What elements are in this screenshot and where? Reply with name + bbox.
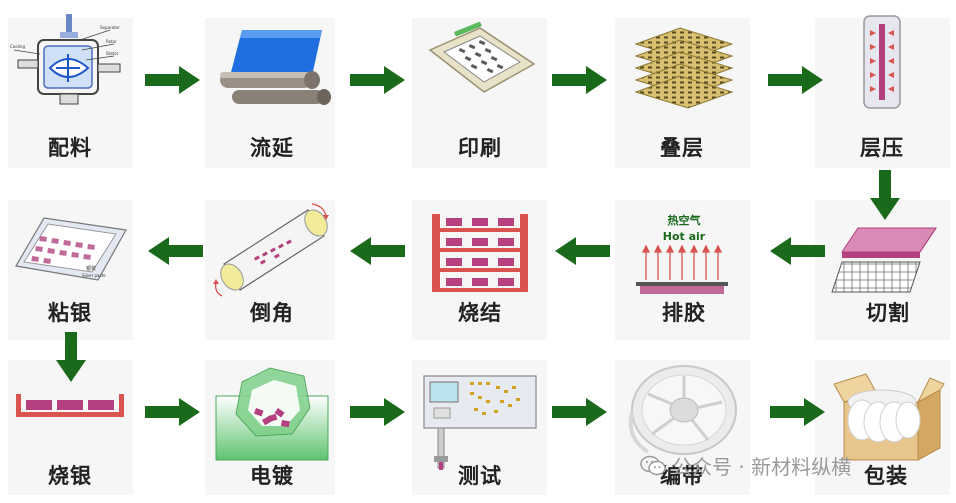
silver-cn-label: 银浆 (86, 265, 96, 272)
arrow-right-icon (145, 66, 200, 94)
tape-reel-icon (628, 365, 737, 455)
step-label: 包装 (864, 464, 908, 488)
silver-firing-icon (16, 394, 124, 417)
lamination-icon (863, 15, 901, 109)
tester-machine-icon (423, 375, 537, 470)
step-label: 烧结 (458, 301, 502, 325)
cutting-grid-icon (831, 227, 937, 293)
arrow-right-icon (768, 66, 823, 94)
silver-paste-label: Silver paste (82, 273, 106, 278)
step-label: 叠层 (660, 136, 704, 160)
sintering-kiln-icon (432, 214, 528, 292)
arrow-left-icon (350, 237, 405, 265)
step-label: 流延 (250, 136, 294, 160)
electroplating-barrel-icon (215, 367, 329, 461)
arrow-right-icon (350, 66, 405, 94)
hot-air-cn-label: 热空气 (668, 213, 701, 227)
arrow-right-icon (145, 398, 200, 426)
step-label: 配料 (48, 136, 92, 160)
arrow-left-icon (555, 237, 610, 265)
arrow-right-icon (552, 66, 607, 94)
arrow-left-icon (770, 237, 825, 265)
step-label: 电镀 (250, 464, 294, 488)
step-label: 倒角 (250, 301, 294, 325)
tape-casting-roller-icon (220, 30, 331, 105)
wechat-icon (640, 455, 666, 475)
arrow-down-icon (870, 170, 900, 220)
arrow-right-icon (770, 398, 825, 426)
step-label: 切割 (866, 301, 910, 325)
step-label: 编带 (660, 464, 704, 488)
step-label: 粘银 (48, 301, 92, 325)
arrow-down-icon (56, 332, 86, 382)
watermark-text: 公众号 · 新材料纵横 (672, 455, 852, 479)
step-label: 印刷 (458, 136, 502, 160)
mixer-label-cooling: Cooling (10, 44, 25, 49)
hot-air-binder-removal-icon: 热空气 Hot air (636, 213, 728, 294)
step-label: 烧银 (48, 464, 92, 488)
step-label: 层压 (860, 136, 904, 160)
tumbling-drum-icon (213, 203, 329, 297)
mixer-label-rotor: Rotor (106, 39, 117, 44)
screen-printing-icon (428, 21, 536, 93)
arrow-right-icon (350, 398, 405, 426)
mixer-label-stator: Stator (106, 51, 119, 56)
arrow-left-icon (148, 237, 203, 265)
watermark: 公众号 · 新材料纵横 (640, 451, 851, 480)
arrow-right-icon (552, 398, 607, 426)
mixer-label-separator: Separator (100, 25, 120, 30)
silver-paste-tray-icon: 银浆 Silver paste (15, 217, 127, 281)
disperser-mixer-icon: Separator Rotor Stator Cooling (10, 14, 121, 105)
step-label: 测试 (458, 464, 502, 488)
hot-air-en-label: Hot air (663, 230, 706, 243)
packaging-box-icon (833, 373, 945, 461)
stacked-sheets-icon (634, 27, 734, 109)
step-label: 排胶 (662, 301, 706, 325)
